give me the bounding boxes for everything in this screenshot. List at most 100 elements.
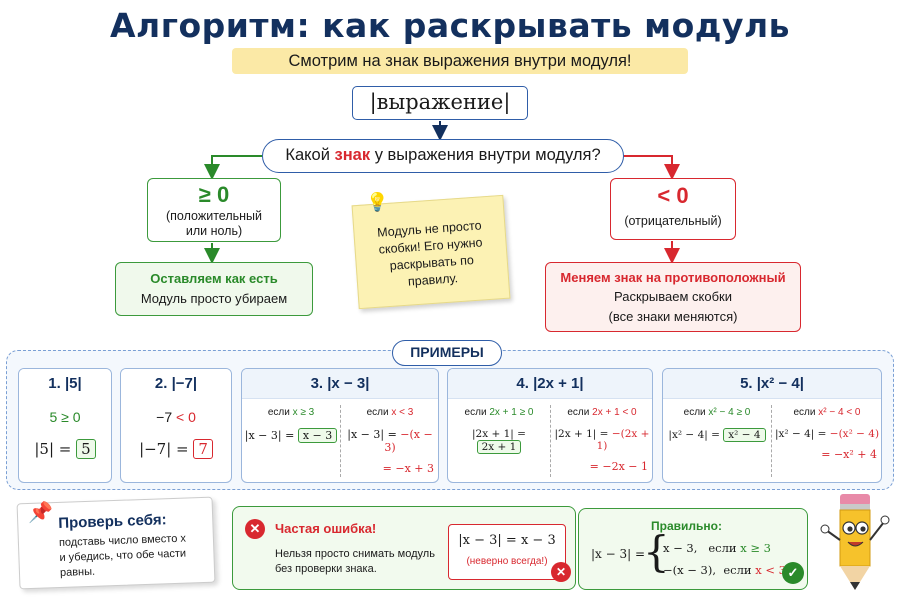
flip-action-title: Меняем знак на противоположный	[560, 270, 786, 285]
example-4-right-eq-a: |2x + 1| =	[554, 428, 612, 440]
negative-symbol: < 0	[657, 183, 689, 208]
correct-row-2: −(x − 3), если x < 3	[663, 563, 786, 577]
example-card-3: 3. |x − 3| если x ≥ 3 |x − 3| = x − 3 ес…	[241, 368, 439, 483]
example-2-condition: −7 < 0	[121, 409, 231, 425]
example-4-left-eq-a: |2x + 1| =	[472, 428, 526, 440]
example-2-head: 2. |−7|	[121, 369, 231, 399]
example-5-right-cond: если x² − 4 < 0	[771, 407, 883, 418]
example-card-1: 1. |5| 5 ≥ 0 |5| = 5	[18, 368, 112, 483]
brace-icon: {	[643, 527, 670, 576]
example-1-head: 1. |5|	[19, 369, 111, 399]
lightbulb-icon: 💡	[366, 192, 389, 212]
example-3-right-eq-b: −(x − 3)	[384, 428, 433, 454]
correct-row-1-expr: x − 3,	[663, 541, 698, 555]
example-5-left-cond: если x² − 4 ≥ 0	[663, 407, 771, 418]
example-3-left-cond-a: если	[267, 407, 293, 418]
example-5-right-eq: |x² − 4| = −(x² − 4)	[771, 428, 883, 440]
example-3-right-eq: |x − 3| = −(x − 3)	[340, 428, 440, 454]
example-5-right: если x² − 4 < 0 |x² − 4| = −(x² − 4) = −…	[771, 399, 883, 484]
example-3-left-eq-b: x − 3	[297, 428, 338, 443]
negative-desc: (отрицательный)	[624, 214, 722, 228]
example-5-right-cond-b: x² − 4 < 0	[818, 407, 861, 418]
example-4-right: если 2x + 1 < 0 |2x + 1| = −(2x + 1) = −…	[550, 399, 654, 484]
example-1-eq-result: 5	[76, 439, 96, 459]
example-card-2: 2. |−7| −7 < 0 |−7| = 7	[120, 368, 232, 483]
expression-box: |выражение|	[352, 86, 528, 120]
example-5-right-eq2: = −x² + 4	[821, 448, 877, 461]
example-3-right-cond-b: x < 3	[391, 407, 414, 418]
example-4-right-eq2: = −2x − 1	[589, 460, 648, 473]
example-4-divider	[550, 405, 551, 477]
mistake-line-1: Нельзя просто снимать модуль	[275, 548, 435, 560]
page-subtitle: Смотрим на знак выражения внутри модуля!	[232, 48, 688, 74]
example-4-right-eq-b: −(2x + 1)	[596, 428, 650, 452]
check-ok-icon: ✓	[782, 562, 804, 584]
wrong-x-icon: ✕	[551, 562, 571, 582]
mistake-line-2: без проверки знака.	[275, 563, 377, 575]
keep-action-box: Оставляем как есть Модуль просто убираем	[115, 262, 313, 316]
example-5-left-cond-b: x² − 4 ≥ 0	[708, 407, 751, 418]
example-2-eq-left: |−7| =	[139, 440, 194, 458]
keep-action-text: Модуль просто убираем	[140, 291, 288, 306]
example-4-left: если 2x + 1 ≥ 0 |2x + 1| = 2x + 1	[448, 399, 550, 484]
example-3-left: если x ≥ 3 |x − 3| = x − 3	[242, 399, 340, 484]
example-3-right: если x < 3 |x − 3| = −(x − 3) = −x + 3	[340, 399, 440, 484]
mistake-text: Нельзя просто снимать модуль без проверк…	[275, 547, 445, 577]
example-3-right-cond-a: если	[366, 407, 392, 418]
negative-condition-box: < 0 (отрицательный)	[610, 178, 736, 240]
correct-row-1-if: если	[708, 541, 741, 555]
question-pre: Какой	[285, 146, 335, 164]
example-3-right-cond: если x < 3	[340, 407, 440, 418]
mistake-title: Частая ошибка!	[275, 521, 377, 536]
example-card-4: 4. |2x + 1| если 2x + 1 ≥ 0 |2x + 1| = 2…	[447, 368, 653, 483]
question-highlight: знак	[334, 146, 371, 164]
example-3-left-cond-b: x ≥ 3	[292, 407, 315, 418]
keep-action-title: Оставляем как есть	[150, 271, 278, 286]
example-5-left-eq-a: |x² − 4| =	[668, 429, 724, 441]
example-1-eq-left: |5| =	[34, 440, 77, 458]
example-5-head: 5. |x² − 4|	[663, 369, 881, 399]
example-5-right-eq-a: |x² − 4| =	[774, 428, 830, 440]
wrong-equation: |x − 3| = x − 3	[458, 533, 556, 548]
example-3-right-eq2: = −x + 3	[382, 462, 434, 475]
example-3-left-eq-a: |x − 3| =	[244, 429, 298, 442]
example-4-left-cond: если 2x + 1 ≥ 0	[448, 407, 550, 418]
example-3-head: 3. |x − 3|	[242, 369, 438, 399]
flip-action-line-1: Раскрываем скобки	[614, 289, 732, 304]
correct-box: Правильно: |x − 3| = { x − 3, если x ≥ 3…	[578, 508, 808, 590]
example-5-left-cond-a: если	[683, 407, 709, 418]
nonnegative-desc-1: (положительный	[166, 209, 262, 223]
example-5-left-eq-b: x² − 4	[723, 428, 766, 442]
example-3-right-eq-a: |x − 3| =	[347, 428, 401, 441]
example-card-5: 5. |x² − 4| если x² − 4 ≥ 0 |x² − 4| = x…	[662, 368, 882, 483]
example-5-right-eq-b: −(x² − 4)	[829, 428, 880, 440]
question-post: у выражения внутри модуля?	[370, 146, 601, 164]
example-2-equation: |−7| = 7	[121, 439, 231, 459]
example-5-right-cond-a: если	[793, 407, 819, 418]
correct-lhs: |x − 3| =	[591, 547, 646, 561]
arrow-question-to-left	[204, 155, 262, 180]
page-title: Алгоритм: как раскрывать модуль	[110, 6, 790, 45]
example-4-right-cond: если 2x + 1 < 0	[550, 407, 654, 418]
nonnegative-condition-box: ≥ 0 (положительный или ноль)	[147, 178, 281, 242]
example-4-right-cond-a: если	[567, 407, 593, 418]
pushpin-icon: 📌	[28, 502, 53, 524]
example-4-left-eq: |2x + 1| = 2x + 1	[448, 428, 550, 454]
example-2-cond-b: < 0	[176, 409, 196, 425]
example-4-left-cond-a: если	[464, 407, 490, 418]
example-5-left-eq: |x² − 4| = x² − 4	[663, 428, 771, 442]
example-5-divider	[771, 405, 772, 477]
wrong-equation-box: |x − 3| = x − 3 (неверно всегда!)	[448, 524, 566, 580]
correct-row-1-cond: x ≥ 3	[740, 541, 771, 555]
example-4-left-cond-b: 2x + 1 ≥ 0	[489, 407, 534, 418]
nonnegative-symbol: ≥ 0	[198, 182, 230, 207]
flip-action-line-2: (все знаки меняются)	[608, 309, 738, 324]
correct-row-1: x − 3, если x ≥ 3	[663, 541, 771, 555]
example-3-divider	[340, 405, 341, 477]
example-4-right-cond-b: 2x + 1 < 0	[592, 407, 637, 418]
example-4-head: 4. |2x + 1|	[448, 369, 652, 399]
arrow-question-to-right	[624, 155, 680, 180]
example-1-equation: |5| = 5	[19, 439, 111, 459]
pencil-mascot-icon	[820, 494, 890, 590]
